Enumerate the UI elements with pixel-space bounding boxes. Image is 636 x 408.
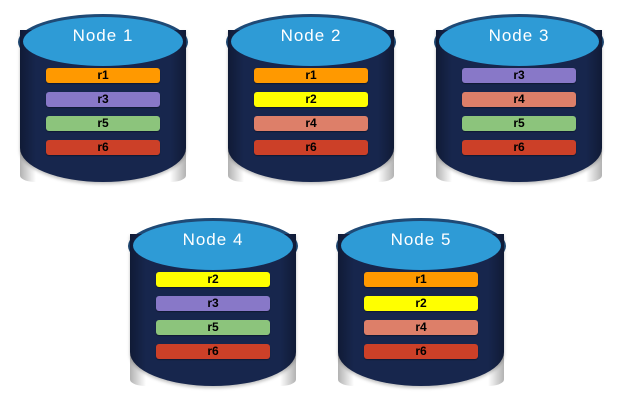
replica-stack: r1 r3 r5 r6 bbox=[46, 68, 160, 155]
cylinder-top-face bbox=[231, 17, 391, 66]
replica-bar[interactable]: r2 bbox=[364, 296, 478, 311]
database-node-cylinder[interactable]: Node 5 r1 r2 r4 r6 bbox=[332, 212, 510, 398]
replica-bar[interactable]: r6 bbox=[156, 344, 270, 359]
replica-bar[interactable]: r3 bbox=[46, 92, 160, 107]
node-row-top: Node 1 r1 r3 r5 r6 Node 2 r1 r2 r4 r6 Node 3 r3 r4 r5… bbox=[0, 8, 636, 194]
database-node-cylinder[interactable]: Node 3 r3 r4 r5 r6 bbox=[430, 8, 608, 194]
node-label: Node 3 bbox=[488, 26, 550, 45]
replica-bar[interactable]: r1 bbox=[254, 68, 368, 83]
database-node-cylinder[interactable]: Node 4 r2 r3 r5 r6 bbox=[124, 212, 302, 398]
replica-bar[interactable]: r1 bbox=[364, 272, 478, 287]
replica-bar[interactable]: r3 bbox=[156, 296, 270, 311]
replica-bar[interactable]: r6 bbox=[46, 140, 160, 155]
replica-stack: r2 r3 r5 r6 bbox=[156, 272, 270, 359]
database-node-cylinder[interactable]: Node 1 r1 r3 r5 r6 bbox=[14, 8, 192, 194]
replica-bar[interactable]: r5 bbox=[462, 116, 576, 131]
node-label: Node 5 bbox=[390, 230, 452, 249]
replica-bar[interactable]: r6 bbox=[364, 344, 478, 359]
replica-bar[interactable]: r6 bbox=[462, 140, 576, 155]
node-label: Node 2 bbox=[280, 26, 342, 45]
replica-bar[interactable]: r4 bbox=[364, 320, 478, 335]
node-label: Node 1 bbox=[72, 26, 134, 45]
cylinder-top-face bbox=[341, 221, 501, 270]
replica-bar[interactable]: r2 bbox=[254, 92, 368, 107]
database-node-cylinder[interactable]: Node 2 r1 r2 r4 r6 bbox=[222, 8, 400, 194]
node-label: Node 4 bbox=[182, 230, 244, 249]
replica-stack: r1 r2 r4 r6 bbox=[254, 68, 368, 155]
replica-bar[interactable]: r4 bbox=[462, 92, 576, 107]
replica-bar[interactable]: r4 bbox=[254, 116, 368, 131]
replica-bar[interactable]: r6 bbox=[254, 140, 368, 155]
replica-bar[interactable]: r2 bbox=[156, 272, 270, 287]
replica-bar[interactable]: r5 bbox=[46, 116, 160, 131]
replica-bar[interactable]: r1 bbox=[46, 68, 160, 83]
replica-bar[interactable]: r3 bbox=[462, 68, 576, 83]
replica-stack: r1 r2 r4 r6 bbox=[364, 272, 478, 359]
cylinder-top-face bbox=[23, 17, 183, 66]
replica-stack: r3 r4 r5 r6 bbox=[462, 68, 576, 155]
node-row-bottom: Node 4 r2 r3 r5 r6 Node 5 r1 r2 r4 r6 bbox=[0, 212, 636, 398]
cylinder-top-face bbox=[439, 17, 599, 66]
cylinder-top-face bbox=[133, 221, 293, 270]
replica-bar[interactable]: r5 bbox=[156, 320, 270, 335]
